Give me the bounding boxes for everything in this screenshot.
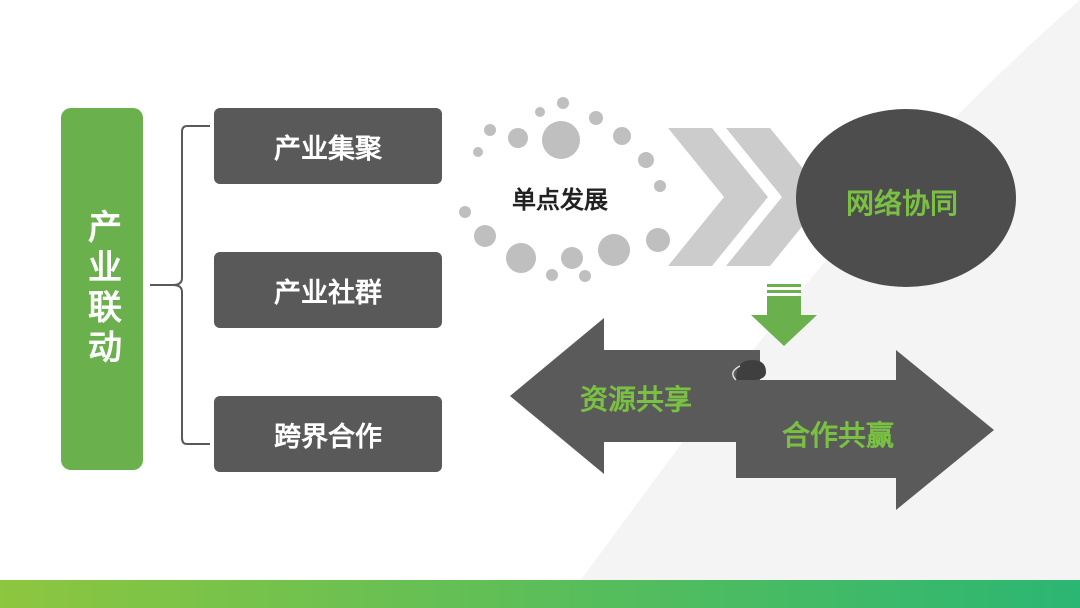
network-circle xyxy=(796,109,1016,287)
down-arrow-icon xyxy=(751,284,817,346)
single-point-label: 单点发展 xyxy=(512,186,608,214)
branch-box-crossover: 跨界合作 xyxy=(214,396,442,472)
win-arrow xyxy=(736,350,994,510)
bubble-ring xyxy=(459,97,670,282)
share-label: 资源共享 xyxy=(580,383,693,416)
branch-box-cluster: 产业集聚 xyxy=(214,108,442,184)
main-label: 产业联动 xyxy=(81,209,122,369)
bottom-gradient-bar xyxy=(0,580,1080,608)
branch-label: 产业社群 xyxy=(274,277,382,309)
chevron-1 xyxy=(668,128,768,266)
scroll-curl xyxy=(736,360,766,380)
network-label: 网络协同 xyxy=(846,187,959,220)
branch-label: 产业集聚 xyxy=(274,133,382,165)
share-arrow xyxy=(510,318,760,474)
brace-connector xyxy=(150,125,210,445)
branch-box-community: 产业社群 xyxy=(214,252,442,328)
win-label: 合作共赢 xyxy=(782,419,895,452)
branch-label: 跨界合作 xyxy=(274,421,382,453)
main-label-box: 产业联动 xyxy=(61,108,143,470)
